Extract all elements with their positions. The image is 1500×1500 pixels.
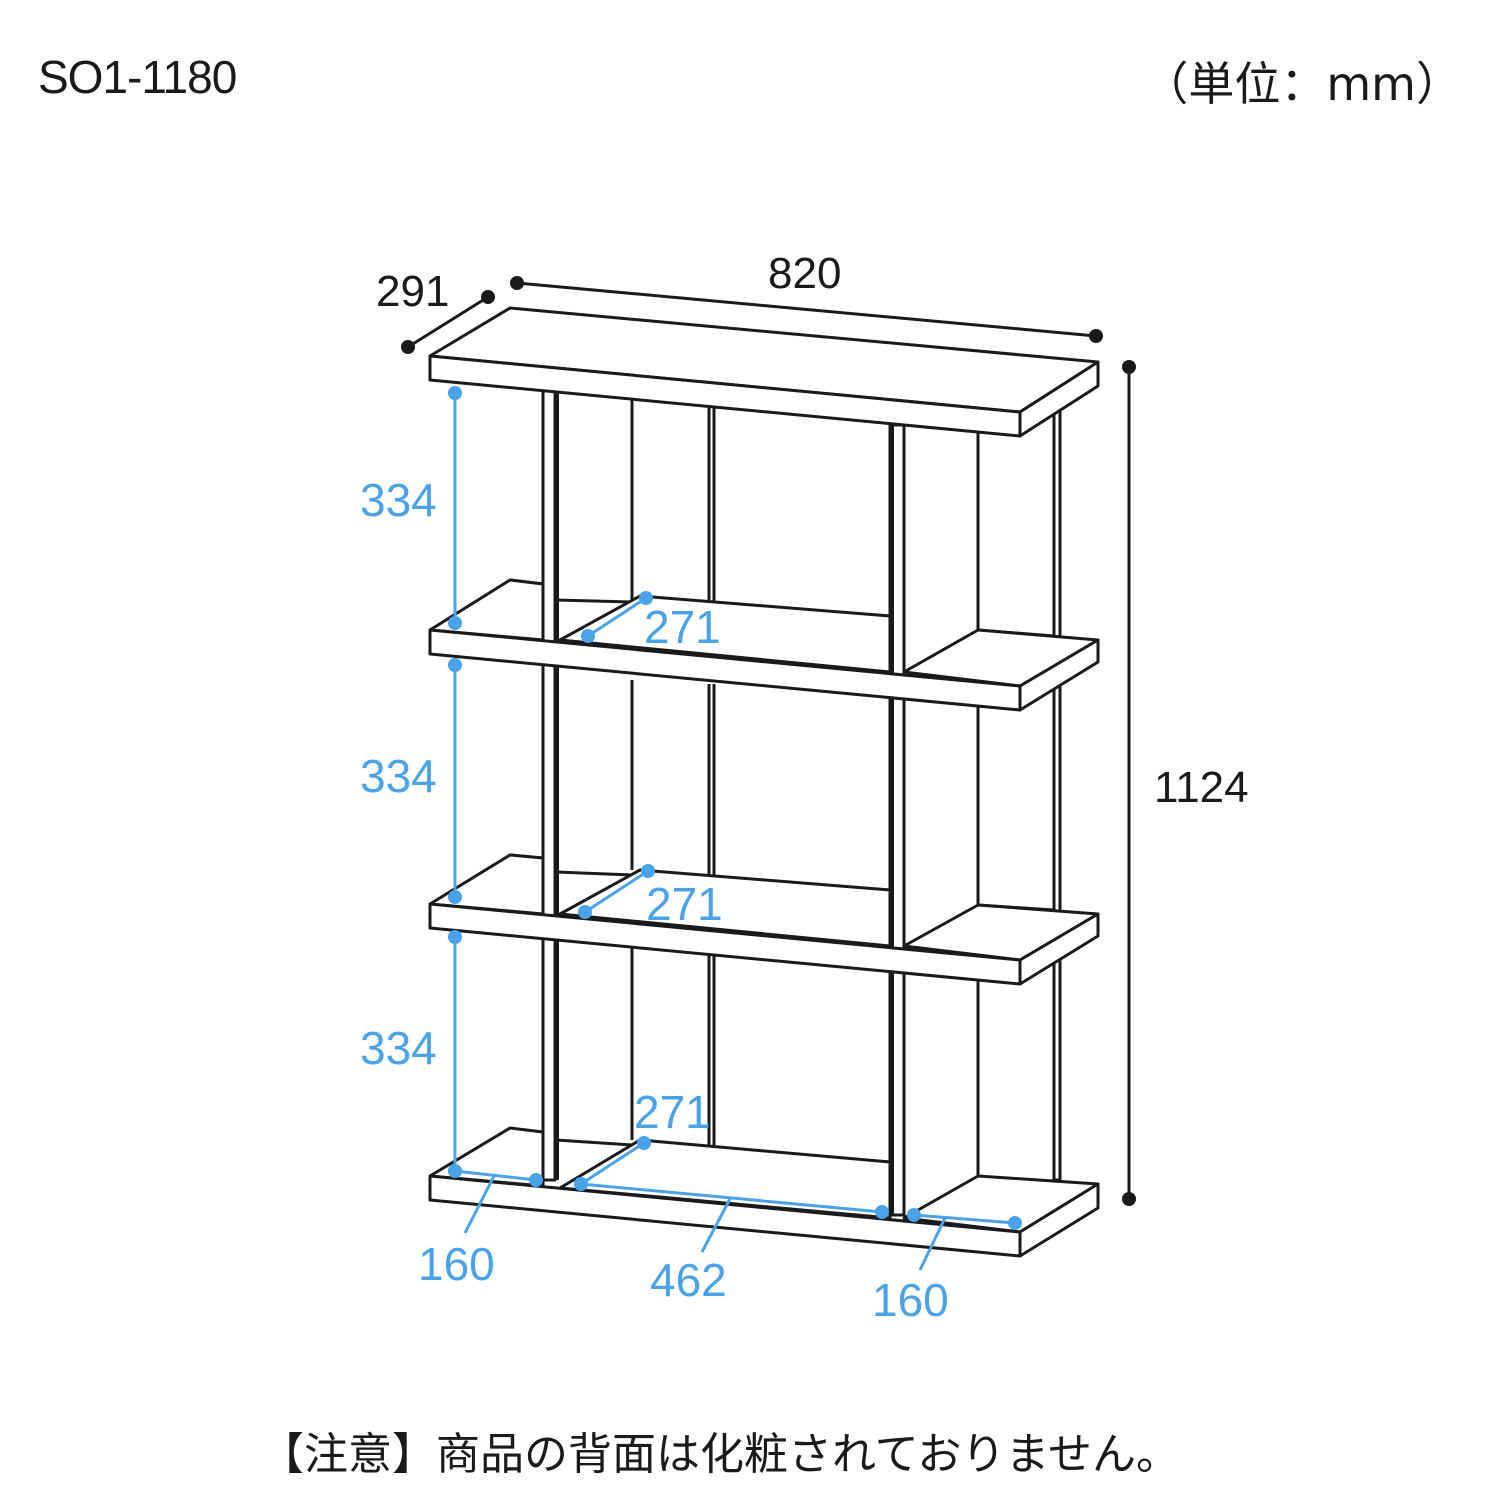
width-dimension-line bbox=[516, 281, 1097, 338]
inner-depth-label-upper: 271 bbox=[644, 601, 721, 653]
depth-label: 291 bbox=[376, 267, 449, 316]
unit-label: （単位：mm） bbox=[1142, 57, 1462, 111]
shelf-board-2 bbox=[428, 578, 1100, 712]
vertical-partitions bbox=[509, 388, 1062, 1217]
bottom-width-label-right: 160 bbox=[872, 1274, 949, 1326]
notice-text: 【注意】商品の背面は化粧されておりません。 bbox=[260, 1429, 1181, 1480]
bottom-width-label-left: 160 bbox=[418, 1238, 495, 1290]
shelf-height-label-bottom: 334 bbox=[360, 1022, 437, 1074]
model-number: SO1-1180 bbox=[38, 51, 237, 103]
bottom-width-label-center: 462 bbox=[650, 1254, 727, 1306]
top-board bbox=[428, 306, 1100, 438]
height-label: 1124 bbox=[1154, 763, 1249, 812]
shelf-board-3 bbox=[428, 853, 1100, 986]
inner-depth-label-lower: 271 bbox=[634, 1086, 711, 1138]
shelf-unit-drawing bbox=[428, 306, 1100, 1258]
depth-dimension-line bbox=[407, 295, 489, 349]
inner-depth-label-middle: 271 bbox=[646, 878, 723, 930]
overall-dimensions bbox=[401, 276, 1136, 1206]
shelf-height-label-top: 334 bbox=[360, 474, 437, 526]
width-label: 820 bbox=[768, 249, 841, 298]
interior-dimensions bbox=[448, 386, 1022, 1271]
bottom-board bbox=[428, 1126, 1100, 1258]
shelf-height-label-middle: 334 bbox=[360, 750, 437, 802]
